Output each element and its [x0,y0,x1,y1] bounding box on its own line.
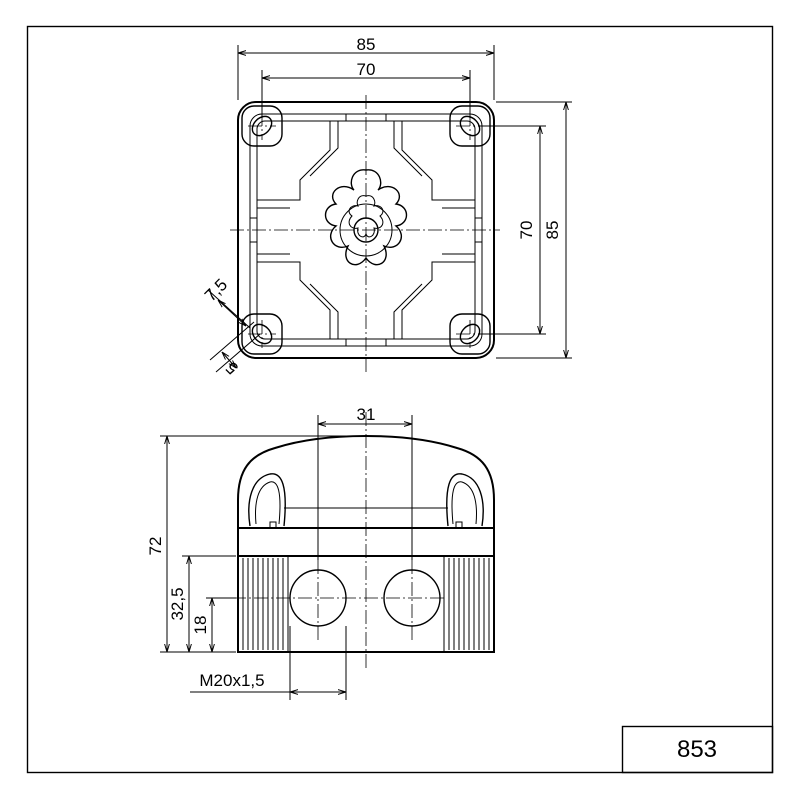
internal-ribs [250,114,482,346]
svg-text:31: 31 [357,405,376,424]
title-block-frame [621,725,774,774]
handle-left [248,473,286,527]
svg-text:5: 5 [222,358,242,378]
top-view: 85 70 70 85 7,5 [201,35,572,378]
dim-gland-height: 32,5 [168,555,236,652]
svg-text:85: 85 [543,221,562,240]
ribs-left [242,558,284,650]
corner-boss-bottom-left [241,313,283,355]
front-view: 31 72 32,5 18 M20x1,5 [146,405,495,700]
ribs-right [448,558,490,650]
dim-outer-height: 85 [496,101,572,359]
dim-thread: M20x1,5 [190,626,347,700]
svg-text:70: 70 [517,221,536,240]
drawing-number: 853 [677,736,717,763]
dim-gland-center: 18 [191,597,236,652]
handle-right [446,473,484,527]
title-block: 853 [621,725,774,774]
dim-inner-height: 70 [478,125,546,335]
svg-text:7,5: 7,5 [201,275,231,305]
dim-handle-width: 31 [317,405,413,560]
dim-inner-width: 70 [261,60,471,118]
svg-text:18: 18 [191,616,210,635]
dim-corner-spacing: 7,5 [201,275,251,329]
drawing-frame [26,25,774,774]
svg-text:32,5: 32,5 [168,587,187,620]
svg-text:85: 85 [357,35,376,54]
svg-text:M20x1,5: M20x1,5 [199,671,264,690]
dim-total-height: 72 [146,435,364,653]
svg-text:70: 70 [357,60,376,79]
svg-text:72: 72 [146,537,165,556]
dim-outer-width: 85 [237,35,495,100]
